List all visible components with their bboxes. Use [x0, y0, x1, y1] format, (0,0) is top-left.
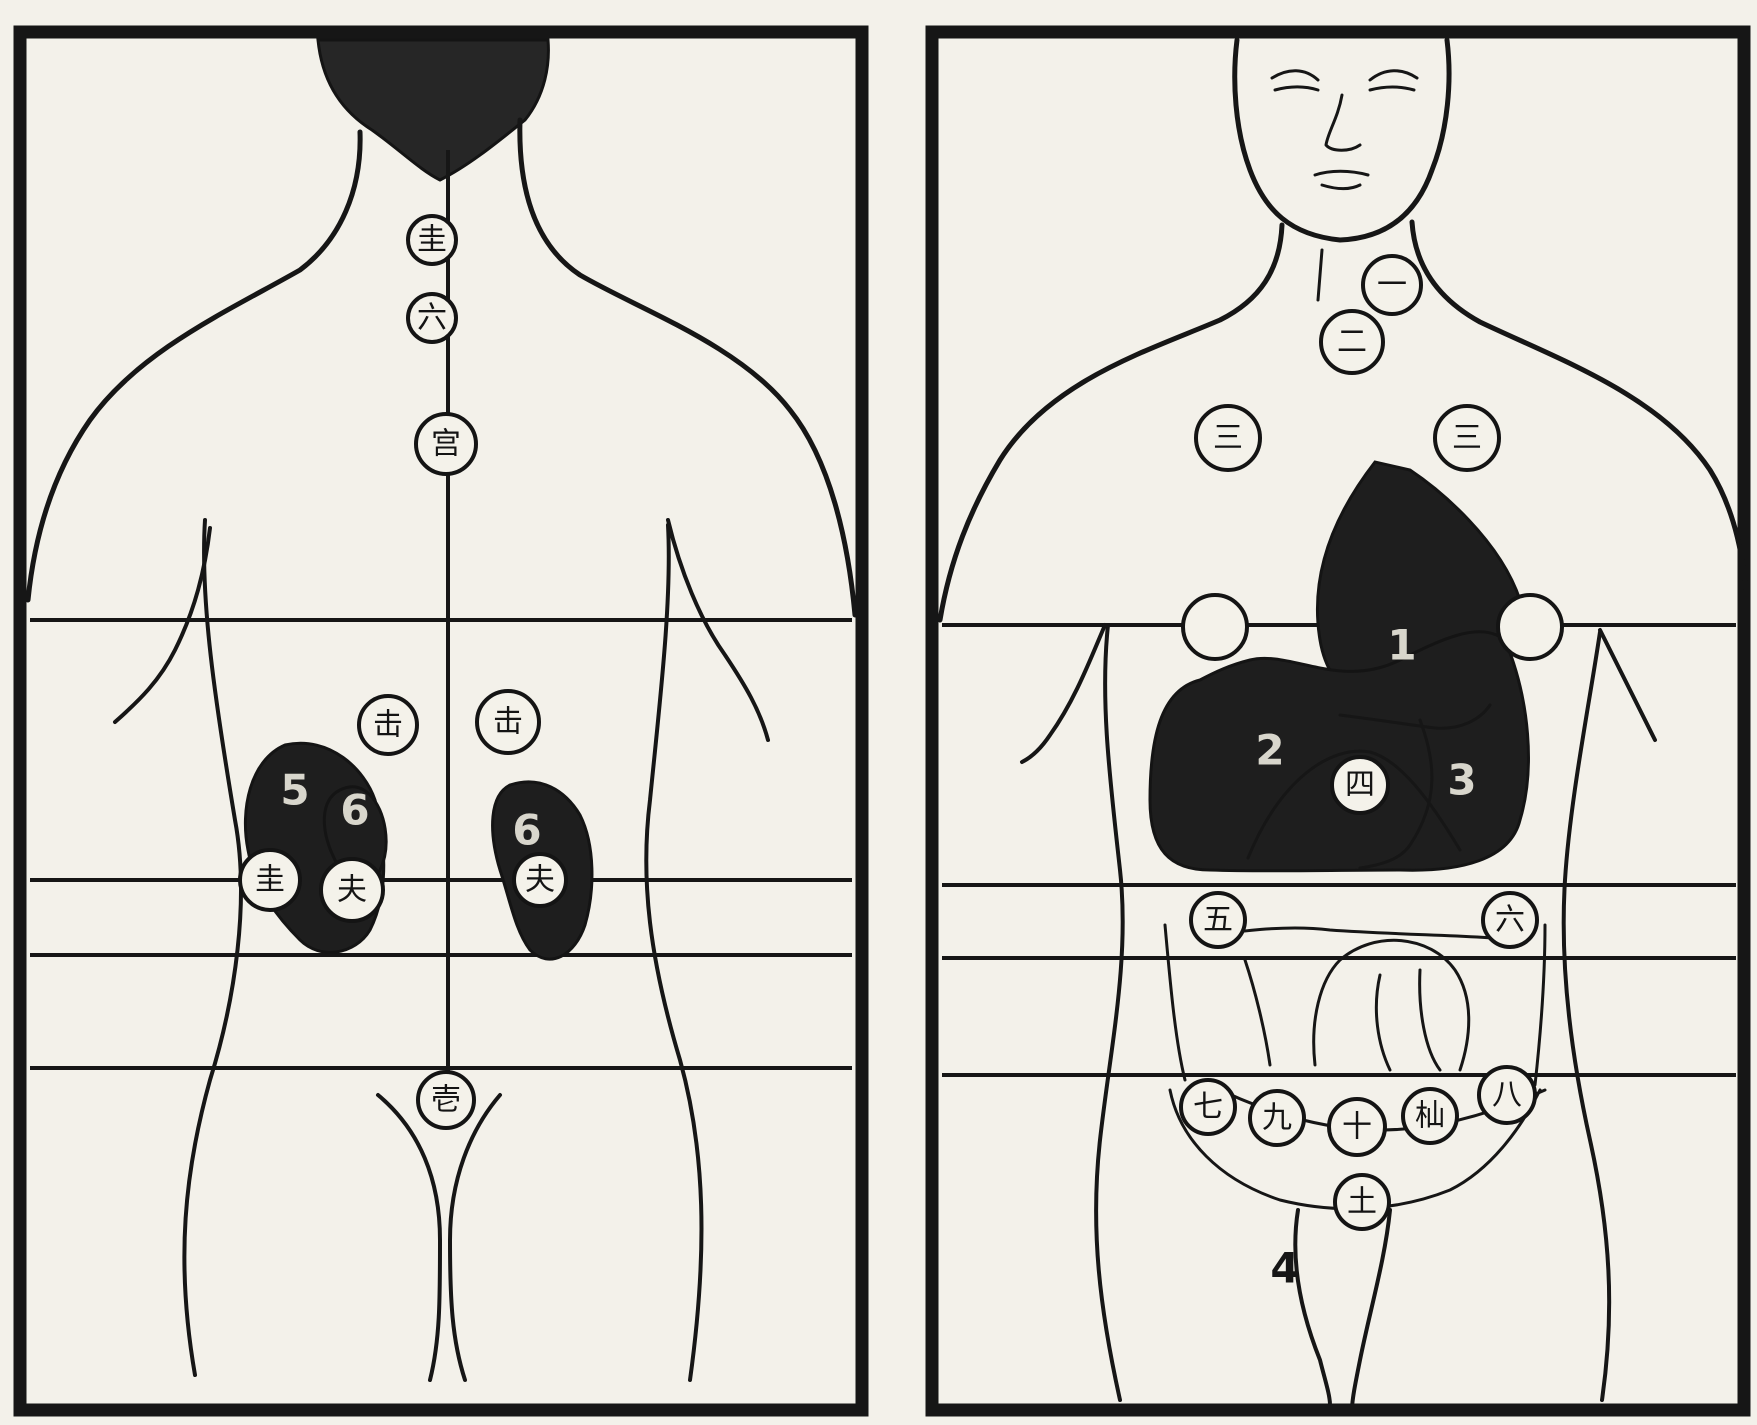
front-view-marker: 五	[1191, 893, 1245, 947]
svg-text:圭: 圭	[417, 223, 447, 258]
front-view-inner-leg-right	[1352, 1210, 1390, 1410]
front-view-organ-label: 3	[1447, 756, 1476, 805]
svg-text:七: 七	[1193, 1090, 1223, 1125]
back-view-right-buttock	[450, 1095, 500, 1380]
back-view-marker: 击	[359, 696, 417, 754]
front-view-neck-line	[1318, 250, 1322, 300]
front-view-marker: 二	[1321, 311, 1383, 373]
front-view-nose	[1326, 95, 1360, 150]
svg-text:六: 六	[417, 301, 447, 336]
front-view-organ-label: 2	[1255, 726, 1284, 775]
back-view-organ-label: 6	[512, 806, 541, 855]
front-view-organ-label: 1	[1387, 621, 1416, 670]
back-view-marker: 壱	[418, 1072, 474, 1128]
svg-text:二: 二	[1337, 325, 1367, 360]
svg-text:八: 八	[1492, 1078, 1522, 1113]
svg-text:九: 九	[1262, 1101, 1292, 1136]
svg-text:击: 击	[373, 708, 403, 743]
svg-text:宫: 宫	[431, 427, 461, 462]
front-view-left-arm-line	[1022, 625, 1105, 762]
front-view-face-outline	[1235, 40, 1449, 240]
front-view-marker: 三	[1196, 406, 1260, 470]
front-view-right-arm-line	[1600, 630, 1655, 740]
back-view-left-side	[184, 520, 241, 1375]
svg-text:五: 五	[1203, 903, 1233, 938]
svg-text:壱: 壱	[431, 1083, 461, 1118]
svg-text:圭: 圭	[255, 863, 285, 898]
front-view-free-label: 4	[1270, 1244, 1299, 1293]
front-view-inner-leg-left	[1295, 1210, 1330, 1405]
back-view-organ-label: 5	[280, 766, 309, 815]
front-view-marker: 六	[1483, 893, 1537, 947]
front-view-marker	[1183, 595, 1247, 659]
svg-text:一: 一	[1377, 268, 1407, 303]
front-view-marker: 一	[1363, 256, 1421, 314]
back-view-left-buttock	[378, 1095, 440, 1380]
back-view-marker: 圭	[408, 216, 456, 264]
svg-text:三: 三	[1213, 421, 1243, 456]
svg-text:夫: 夫	[337, 873, 367, 908]
svg-text:击: 击	[493, 705, 523, 740]
front-view-marker: 四	[1332, 757, 1388, 813]
back-view-organ-label: 6	[340, 786, 369, 835]
back-view-marker: 夫	[321, 859, 383, 921]
svg-text:十: 十	[1342, 1110, 1372, 1145]
back-view-hair	[318, 40, 548, 180]
front-view-left-side	[1096, 625, 1123, 1400]
front-view-mouth	[1315, 171, 1368, 189]
back-view-marker: 夫	[514, 854, 566, 906]
back-view-right-arm-line	[668, 520, 768, 740]
front-view-marker: 土	[1335, 1175, 1389, 1229]
svg-text:四: 四	[1345, 768, 1375, 803]
front-view-left-eye	[1272, 71, 1318, 90]
back-view-left-arm-line	[115, 528, 210, 722]
front-view-right-eye	[1370, 71, 1417, 90]
front-view-right-side	[1564, 632, 1609, 1400]
svg-text:杣: 杣	[1415, 1099, 1445, 1134]
front-view-marker: 三	[1435, 406, 1499, 470]
back-view-marker: 六	[408, 294, 456, 342]
back-view-marker: 击	[477, 691, 539, 753]
front-view-marker: 杣	[1403, 1089, 1457, 1143]
front-view-marker: 七	[1181, 1080, 1235, 1134]
svg-text:土: 土	[1347, 1185, 1377, 1220]
back-view-marker: 宫	[416, 414, 476, 474]
svg-text:三: 三	[1452, 421, 1482, 456]
front-view-panel: 1 2 3 4 一 二 三 三	[932, 32, 1748, 1410]
svg-text:六: 六	[1495, 903, 1525, 938]
back-view-marker: 圭	[240, 850, 300, 910]
back-view-panel: 5 6 6 圭 六 宫 击 击 圭 夫	[20, 32, 862, 1410]
front-view-marker: 十	[1329, 1099, 1385, 1155]
back-view-left-neck-shoulder	[28, 132, 360, 600]
front-view-marker: 九	[1250, 1091, 1304, 1145]
back-view-right-neck-shoulder	[520, 120, 855, 615]
back-view-right-side	[646, 525, 701, 1380]
front-view-marker: 八	[1479, 1067, 1535, 1123]
svg-text:夫: 夫	[525, 863, 555, 898]
front-view-marker	[1498, 595, 1562, 659]
